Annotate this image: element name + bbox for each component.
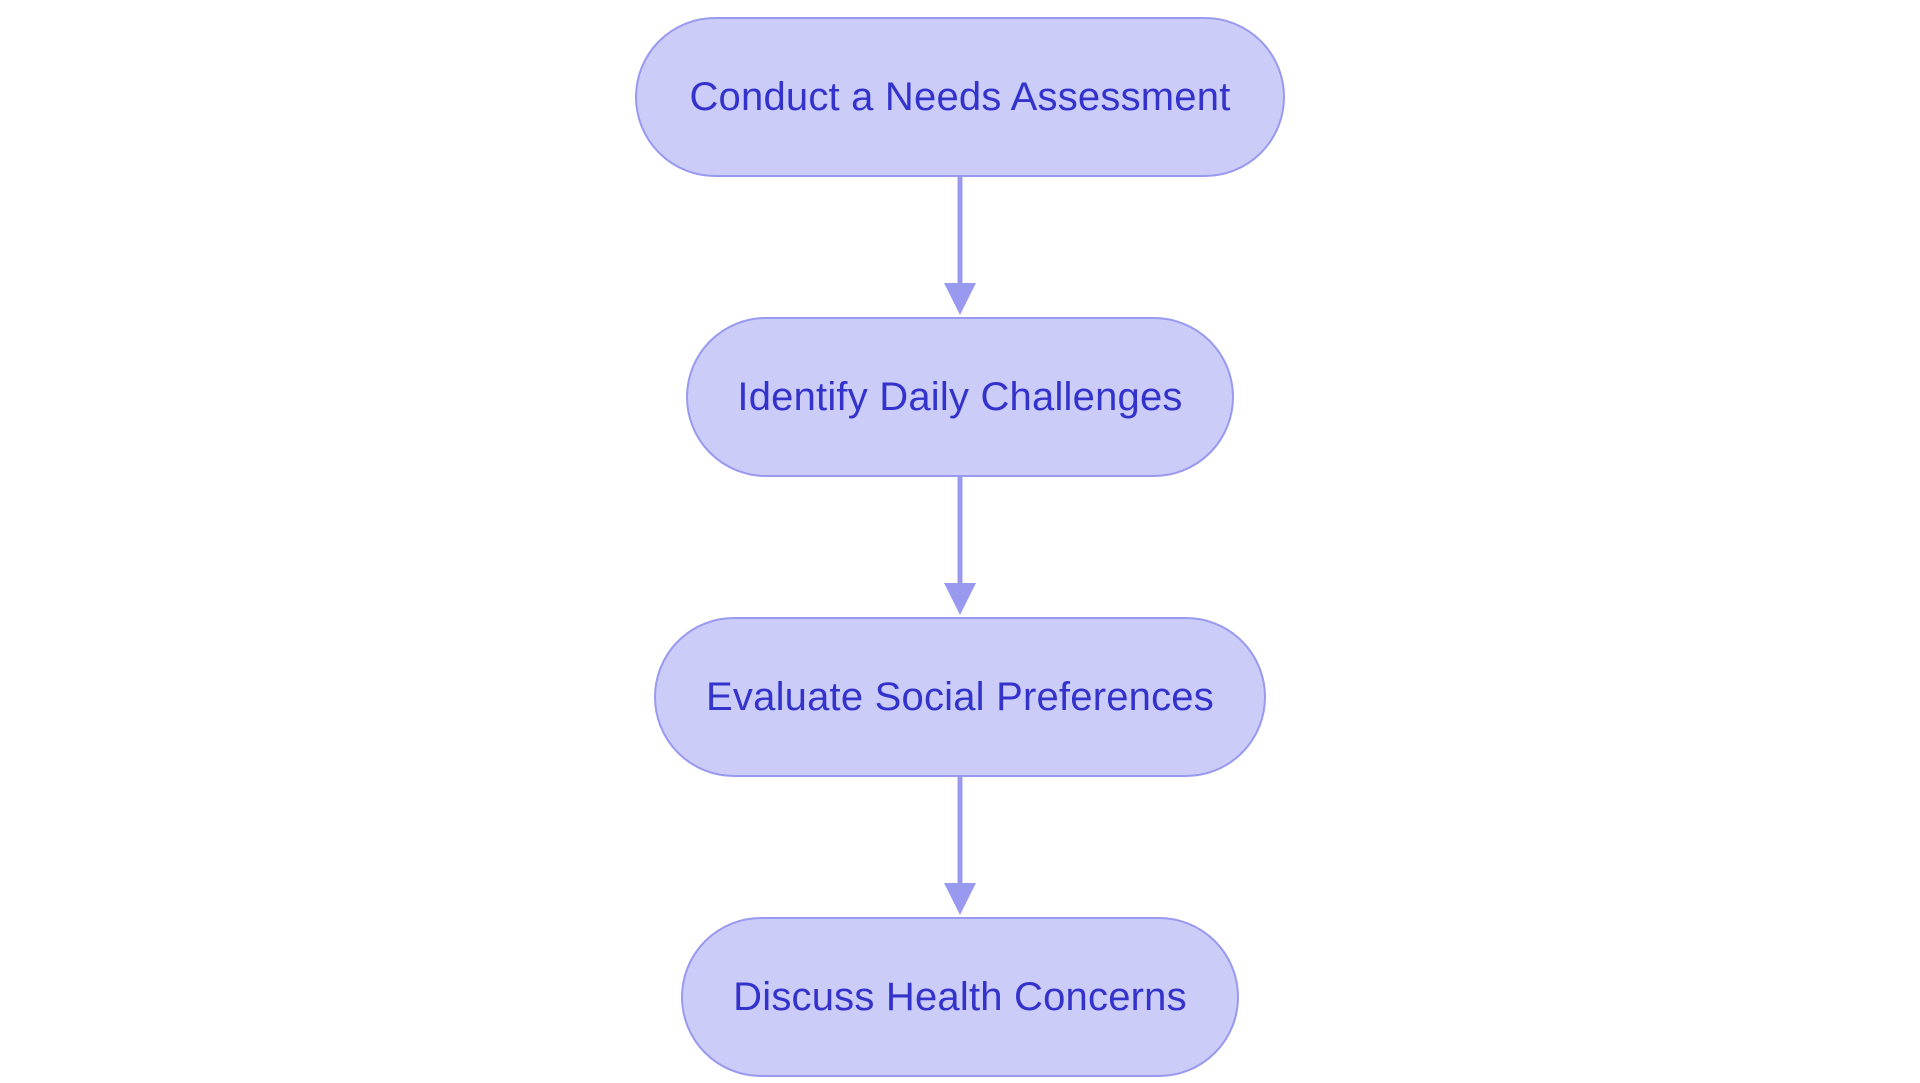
flow-node-identify-daily-challenges[interactable]: Identify Daily Challenges <box>686 317 1234 477</box>
flow-node-label: Discuss Health Concerns <box>733 975 1187 1019</box>
flow-node-conduct-a-needs-assessment[interactable]: Conduct a Needs Assessment <box>635 17 1285 177</box>
flow-node-label: Identify Daily Challenges <box>737 375 1183 419</box>
flow-node-discuss-health-concerns[interactable]: Discuss Health Concerns <box>681 917 1239 1077</box>
flow-node-evaluate-social-preferences[interactable]: Evaluate Social Preferences <box>654 617 1266 777</box>
flow-node-label: Conduct a Needs Assessment <box>689 75 1231 119</box>
flow-node-label: Evaluate Social Preferences <box>706 675 1214 719</box>
